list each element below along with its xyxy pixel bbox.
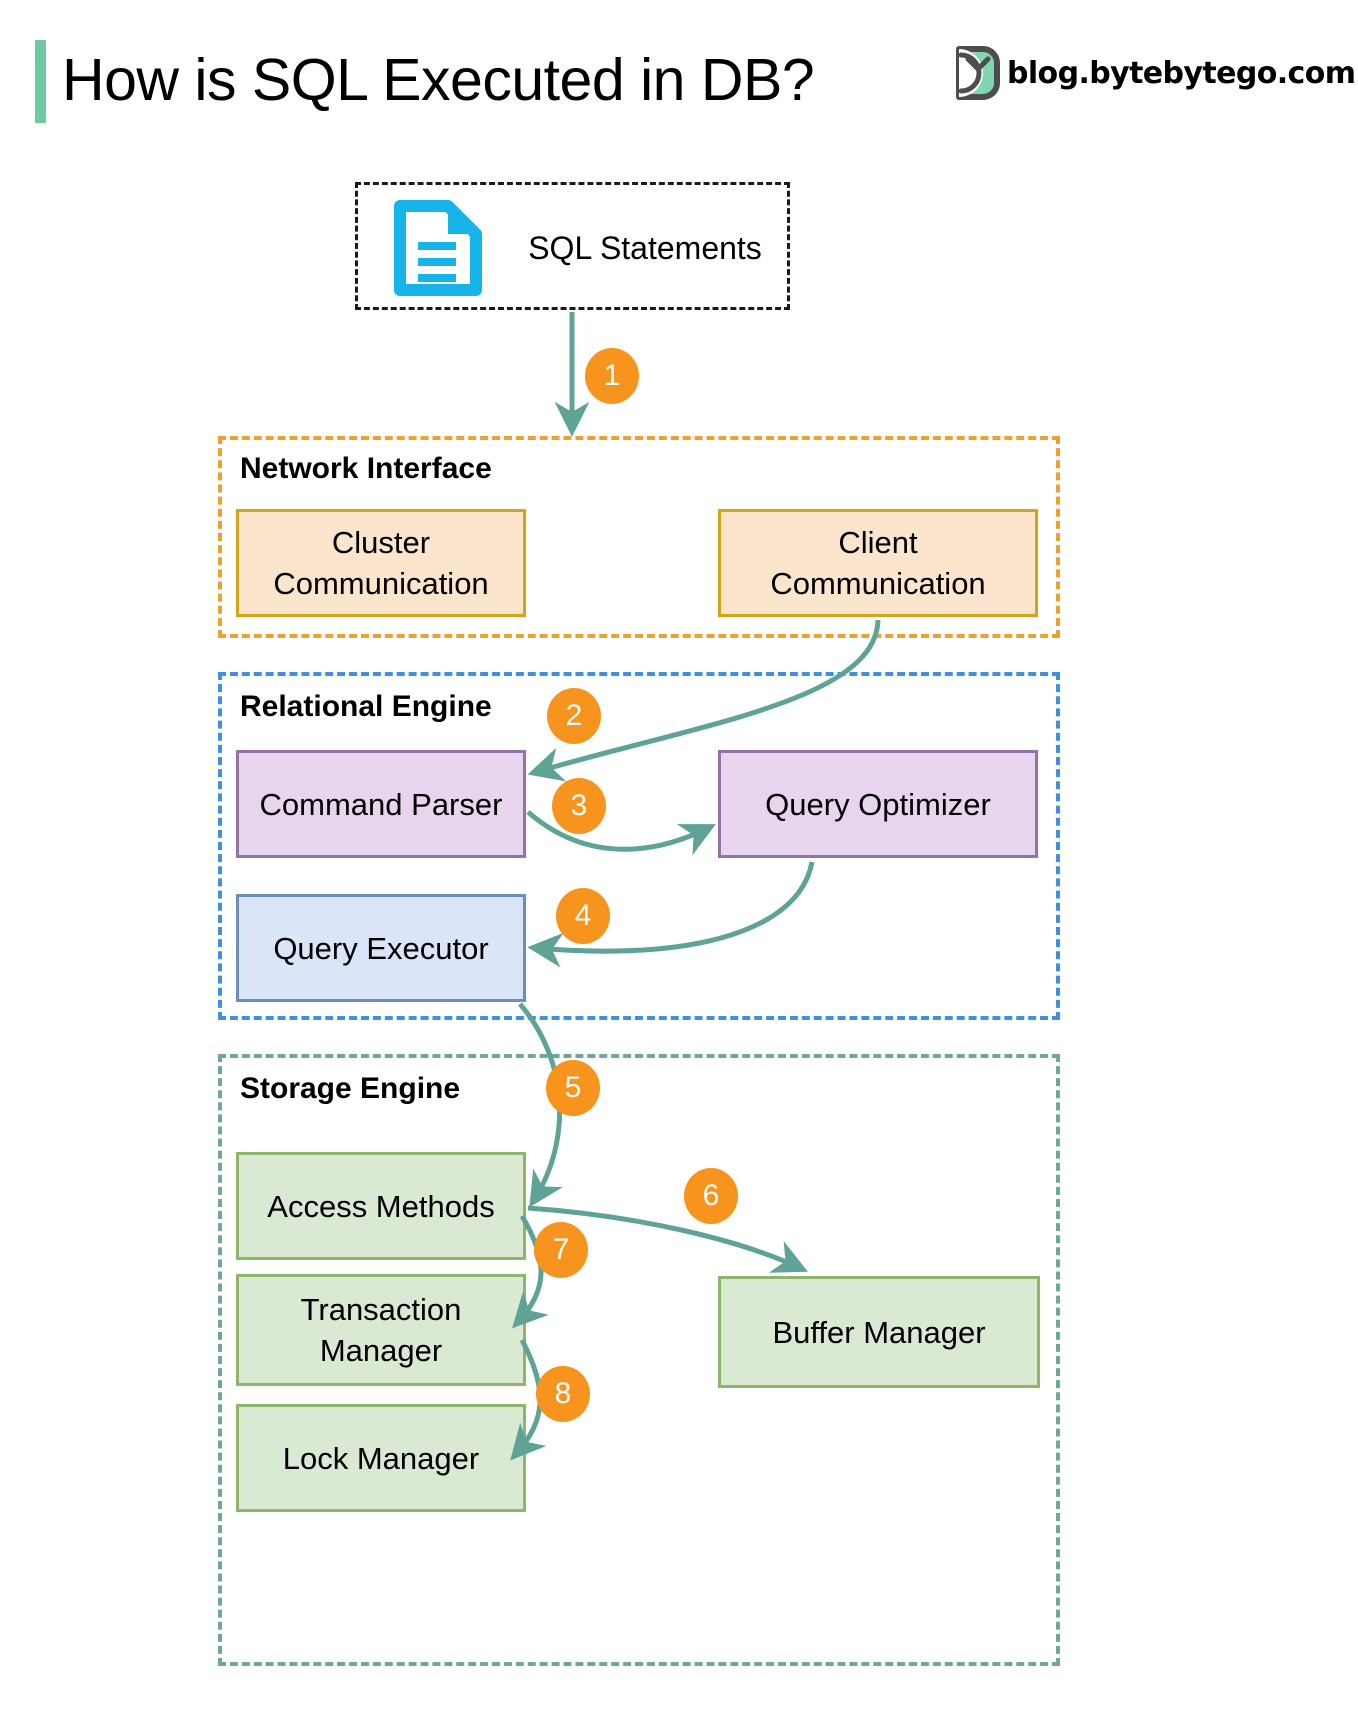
node-transaction-manager-line1: Transaction <box>300 1292 462 1327</box>
node-lock-manager[interactable]: Lock Manager <box>236 1404 526 1512</box>
step-badge-7: 7 <box>534 1222 588 1278</box>
sql-statements-group <box>355 182 790 310</box>
sql-statements-label: SQL Statements <box>528 229 762 266</box>
page-header: How is SQL Executed in DB? blog.bytebyte… <box>0 0 1358 150</box>
storage-engine-title: Storage Engine <box>240 1072 461 1105</box>
node-client-communication[interactable]: Client Communication <box>718 509 1038 617</box>
node-transaction-manager[interactable]: Transaction Manager <box>236 1274 526 1386</box>
sql-document-icon <box>394 200 482 296</box>
step-badge-3: 3 <box>552 778 606 834</box>
bytebytego-logo-icon <box>956 46 1000 100</box>
node-client-communication-line2: Communication <box>770 566 986 601</box>
node-cluster-communication[interactable]: Cluster Communication <box>236 509 526 617</box>
step-badge-2: 2 <box>547 688 601 744</box>
step-badge-4: 4 <box>556 888 610 944</box>
relational-engine-title: Relational Engine <box>240 690 492 723</box>
step-badge-1: 1 <box>585 348 639 404</box>
node-access-methods[interactable]: Access Methods <box>236 1152 526 1260</box>
node-buffer-manager[interactable]: Buffer Manager <box>718 1276 1040 1388</box>
step-badge-6: 6 <box>684 1168 738 1224</box>
node-cluster-communication-line1: Cluster <box>331 525 431 560</box>
storage-engine-group <box>218 1054 1060 1666</box>
network-interface-title: Network Interface <box>240 452 492 485</box>
node-command-parser[interactable]: Command Parser <box>236 750 526 858</box>
brand-text: blog.bytebytego.com <box>1007 55 1356 91</box>
node-client-communication-line1: Client <box>838 525 918 560</box>
step-badge-5: 5 <box>546 1060 600 1116</box>
page-title: How is SQL Executed in DB? <box>62 47 815 113</box>
step-badge-8: 8 <box>536 1366 590 1422</box>
node-transaction-manager-line2: Manager <box>319 1333 443 1368</box>
node-query-executor[interactable]: Query Executor <box>236 894 526 1002</box>
brand-watermark: blog.bytebytego.com <box>955 44 1356 102</box>
title-accent-bar <box>35 40 46 123</box>
node-query-optimizer[interactable]: Query Optimizer <box>718 750 1038 858</box>
node-cluster-communication-line2: Communication <box>273 566 489 601</box>
